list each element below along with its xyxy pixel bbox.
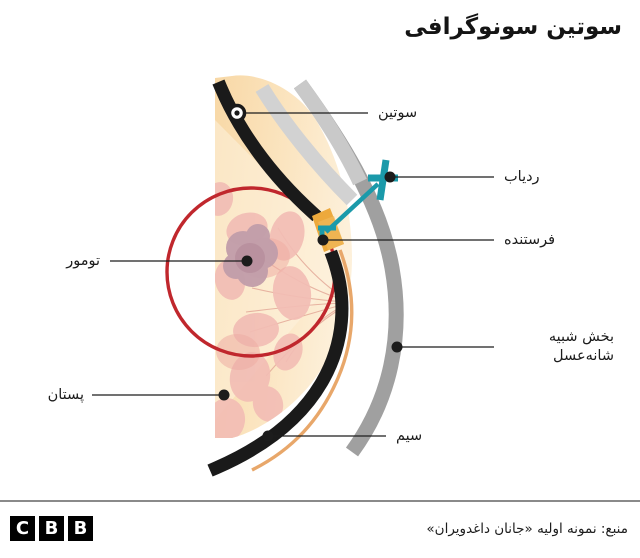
label-transmitter: فرستنده	[504, 232, 556, 248]
breast-sonography-diagram	[92, 75, 494, 477]
honeycomb-band-highlight	[293, 79, 367, 186]
footer: B B C منبع: نمونه اولیه «جانان داغدویران…	[0, 500, 640, 558]
bbc-logo: B B C	[10, 516, 93, 541]
label-honeycomb: بخش شبیه شانه‌عسل	[548, 329, 614, 364]
bra-cup-lower	[207, 249, 349, 477]
wire-line	[251, 249, 354, 472]
label-tracker: ردیاب	[504, 169, 540, 185]
bbc-logo-letter-2: B	[39, 516, 64, 541]
tracker-cross	[318, 159, 398, 244]
leader-lines	[92, 103, 494, 442]
label-breast: پستان	[47, 387, 84, 403]
label-tumor: تومور	[66, 253, 100, 269]
label-bra: سوتین	[378, 105, 418, 121]
page-title: سوتین سونوگرافی	[404, 14, 622, 40]
source-credit: منبع: نمونه اولیه «جانان داغدویران»	[426, 521, 628, 537]
label-wire: سیم	[396, 428, 423, 444]
bra-strap-upper	[212, 79, 322, 222]
bbc-logo-letter-1: B	[68, 516, 93, 541]
bbc-logo-letter-3: C	[10, 516, 35, 541]
bra-band-light-upper	[255, 84, 358, 206]
